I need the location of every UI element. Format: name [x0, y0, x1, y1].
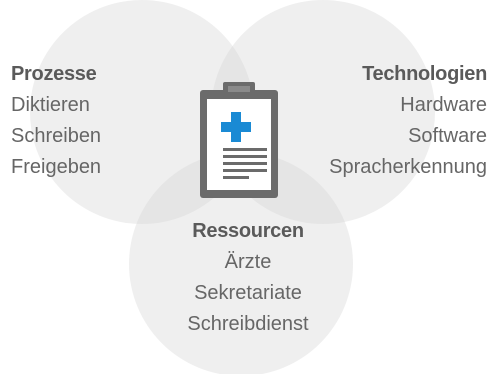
- group-technologien: Technologien Hardware Software Spracherk…: [329, 59, 487, 183]
- item-schreibdienst: Schreibdienst: [187, 313, 309, 335]
- group-prozesse: Prozesse Diktieren Schreiben Freigeben: [11, 59, 101, 183]
- item-sekretariate: Sekretariate: [194, 282, 302, 304]
- item-spracherkennung: Spracherkennung: [329, 156, 487, 178]
- item-software: Software: [408, 125, 487, 147]
- item-hardware: Hardware: [400, 94, 487, 116]
- item-diktieren: Diktieren: [11, 94, 90, 116]
- heading-prozesse: Prozesse: [11, 63, 97, 85]
- circle-prozesse: [30, 0, 254, 224]
- medical-clipboard-icon: [200, 82, 278, 198]
- heading-ressourcen: Ressourcen: [192, 220, 304, 242]
- item-freigeben: Freigeben: [11, 156, 102, 178]
- item-schreiben: Schreiben: [11, 125, 102, 147]
- heading-technologien: Technologien: [362, 63, 487, 85]
- item-aerzte: Ärzte: [224, 251, 272, 273]
- circle-ressourcen: [129, 152, 353, 374]
- group-ressourcen: Ressourcen Ärzte Sekretariate Schreibdie…: [150, 216, 346, 340]
